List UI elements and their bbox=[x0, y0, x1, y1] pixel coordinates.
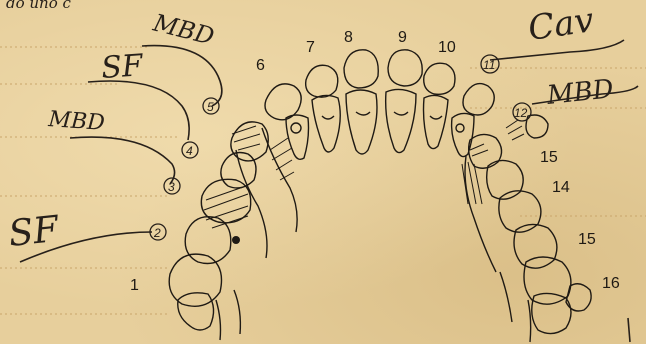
tooth-number-right-4: 16 bbox=[602, 275, 620, 292]
circled-number-5: 5 bbox=[203, 98, 219, 114]
tooth-11 bbox=[463, 84, 494, 115]
circled-number-12: 12 bbox=[513, 103, 531, 121]
annotation-mbd-upper: MBD bbox=[150, 8, 217, 50]
annotation-sf-upper: SF bbox=[100, 48, 145, 86]
tooth-number-left-1: 1 bbox=[130, 277, 139, 294]
annotation-mbd-right: MBD bbox=[545, 74, 615, 111]
header-fragment: do uno c bbox=[6, 0, 72, 12]
svg-text:3: 3 bbox=[168, 180, 175, 194]
circled-number-6: 6 bbox=[256, 57, 265, 74]
svg-text:12: 12 bbox=[514, 106, 528, 120]
annotation-sf-lower: SF bbox=[7, 209, 63, 255]
ink-mark bbox=[628, 318, 630, 342]
upper-arch bbox=[169, 50, 591, 342]
tooth-number-10: 10 bbox=[438, 39, 456, 56]
svg-text:4: 4 bbox=[186, 144, 193, 158]
circled-number-3: 3 bbox=[164, 178, 180, 194]
tooth-number-8: 8 bbox=[344, 29, 353, 46]
tooth-10 bbox=[424, 63, 455, 94]
annotation-mbd-lower: MBD bbox=[47, 107, 106, 136]
annotation-cav-right: Cav bbox=[526, 0, 596, 49]
tooth-number-right-2: 14 bbox=[552, 179, 570, 196]
svg-text:5: 5 bbox=[207, 100, 214, 114]
tooth-7 bbox=[306, 65, 338, 97]
tooth-number-9: 9 bbox=[398, 29, 407, 46]
circled-number-4: 4 bbox=[182, 142, 198, 158]
tooth-8 bbox=[344, 50, 378, 88]
tooth-number-7: 7 bbox=[306, 39, 315, 56]
circled-number-2: 2 bbox=[150, 224, 166, 240]
svg-text:11: 11 bbox=[483, 58, 495, 72]
tooth-number-right-1: 15 bbox=[540, 149, 558, 166]
svg-text:6: 6 bbox=[256, 57, 265, 74]
circled-number-11: 11 bbox=[481, 55, 499, 73]
tooth-9 bbox=[388, 50, 422, 86]
tooth-number-right-3: 15 bbox=[578, 231, 596, 248]
svg-text:2: 2 bbox=[153, 226, 161, 240]
